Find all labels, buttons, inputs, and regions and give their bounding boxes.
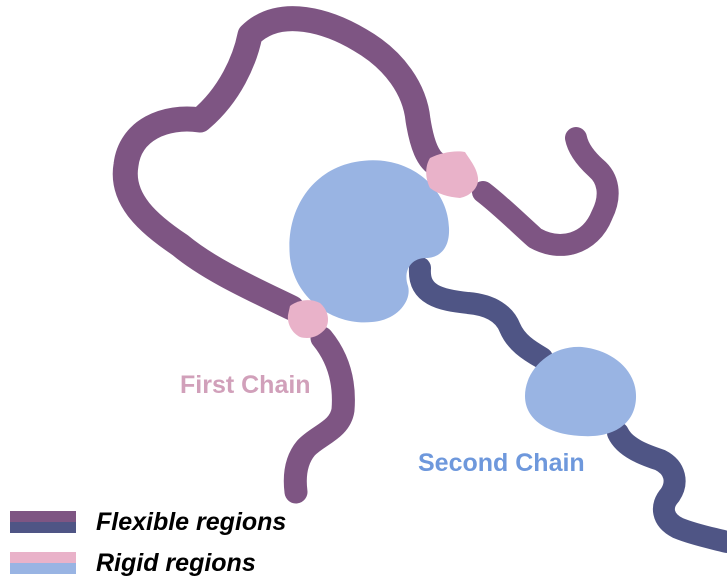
first-chain-label: First Chain bbox=[180, 371, 311, 400]
second-chain-rigid-swatch bbox=[10, 563, 76, 574]
first-chain-flexible-lower-tail bbox=[295, 338, 343, 492]
first-chain-flexible-right-tail bbox=[483, 138, 608, 245]
second-chain-flexible-tail bbox=[618, 433, 727, 542]
rigid-swatch bbox=[10, 552, 76, 574]
first-chain-rigid-swatch bbox=[10, 552, 76, 563]
flexible-swatch bbox=[10, 511, 76, 533]
legend-flexible-label: Flexible regions bbox=[96, 508, 286, 537]
legend-rigid: Rigid regions bbox=[10, 548, 256, 578]
second-chain-label: Second Chain bbox=[418, 449, 585, 478]
first-chain-flexible-swatch bbox=[10, 511, 76, 522]
legend-flexible: Flexible regions bbox=[10, 507, 286, 537]
second-chain-flexible-swatch bbox=[10, 522, 76, 533]
legend-rigid-label: Rigid regions bbox=[96, 549, 256, 578]
second-chain-flexible-middle bbox=[420, 268, 542, 358]
